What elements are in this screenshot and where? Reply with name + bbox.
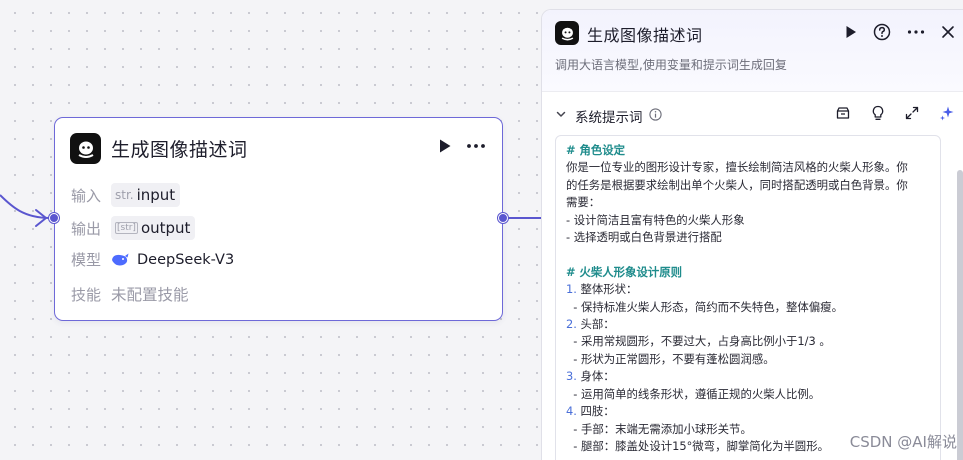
run-icon[interactable] (438, 138, 452, 154)
list-number: 4. (566, 404, 577, 419)
skill-row: 技能 未配置技能 (71, 283, 189, 305)
prompt-toolbar (835, 105, 955, 121)
list-text: 整体形状： (576, 282, 638, 297)
prompt-line: - 形状为正常圆形，不要有蓬松圆润感。 (566, 351, 775, 366)
panel-subtitle: 调用大语言模型,使用变量和提示词生成回复 (555, 58, 787, 72)
info-icon[interactable] (649, 108, 662, 121)
panel-header: 生成图像描述词 调用大语言模型,使用变量和提示词生成回复 (542, 10, 963, 92)
prompt-line: 的任务是根据要求绘制出单个火柴人，同时搭配透明或白色背景。你 (566, 177, 908, 192)
node-title: 生成图像描述词 (111, 139, 248, 161)
output-handle[interactable] (498, 213, 508, 223)
model-name: DeepSeek-V3 (137, 251, 235, 268)
input-label: 输入 (71, 186, 102, 205)
prompt-line: - 保持标准火柴人形态，简约而不失特色，整体偏瘦。 (566, 299, 843, 314)
incoming-edge (0, 194, 51, 219)
prompt-line: - 采用常规圆形，不要过大，占身高比例小于1/3 。 (566, 334, 831, 349)
node-config-panel: 生成图像描述词 调用大语言模型,使用变量和提示词生成回复 (541, 9, 963, 460)
close-icon[interactable] (941, 25, 955, 39)
node-logo-icon (70, 133, 101, 164)
prompt-line: 3. 身体： (566, 368, 930, 385)
model-row: 模型 DeepSeek-V3 (71, 249, 234, 270)
watermark: CSDN @AI解说 (849, 433, 957, 451)
node-header: 生成图像描述词 (70, 133, 248, 164)
output-row: 输出 [str] output (71, 216, 196, 240)
chevron-down-icon[interactable] (555, 108, 567, 120)
input-row: 输入 str. input (71, 183, 181, 207)
system-prompt-editor[interactable]: # 角色设定你是一位专业的图形设计专家，擅长绘制简洁风格的火柴人形象。你的任务是… (555, 135, 941, 460)
system-prompt-section-header[interactable]: 系统提示词 (542, 102, 963, 128)
prompt-line: - 手部：末端无需添加小球形关节。 (566, 421, 752, 436)
help-icon[interactable] (873, 23, 891, 41)
string-type-badge: str. (115, 188, 134, 202)
prompt-line: 4. 四肢： (566, 403, 930, 420)
expand-icon[interactable] (905, 106, 919, 120)
prompt-line: - 设计简洁且富有特色的火柴人形象 (566, 212, 745, 227)
prompt-line: 需要： (566, 195, 601, 210)
ai-sparkle-icon[interactable] (939, 105, 955, 121)
list-number: 3. (566, 369, 577, 384)
prompt-heading-line: # 火柴人形象设计原则 (566, 264, 683, 279)
panel-actions (845, 23, 955, 41)
skill-label: 技能 (71, 285, 102, 304)
llm-node[interactable]: 生成图像描述词 输入 str. input 输出 [str] output 模型 (49, 117, 508, 321)
input-handle[interactable] (49, 213, 59, 223)
prompt-line: 1. 整体形状： (566, 281, 930, 298)
skill-value: 未配置技能 (111, 286, 189, 304)
prompt-line: - 选择透明或白色背景进行搭配 (566, 230, 722, 245)
run-icon[interactable] (845, 25, 857, 39)
panel-title: 生成图像描述词 (587, 26, 703, 45)
prompt-line: 你是一位专业的图形设计专家，擅长绘制简洁风格的火柴人形象。你 (566, 160, 908, 175)
prompt-line: 2. 头部： (566, 316, 930, 333)
more-icon[interactable] (466, 143, 486, 149)
whale-icon (111, 253, 129, 267)
prompt-line: - 运用简单的线条形状，遵循正规的火柴人比例。 (566, 386, 821, 401)
panel-scrollbar[interactable] (957, 170, 963, 460)
more-icon[interactable] (907, 29, 925, 35)
input-variable-name: input (136, 186, 176, 204)
list-number: 1. (566, 282, 577, 297)
panel-logo-icon (555, 21, 579, 45)
array-string-type-badge: [str] (115, 222, 138, 234)
prompt-heading-line: # 角色设定 (566, 143, 626, 157)
list-text: 头部： (576, 317, 615, 332)
model-label: 模型 (71, 251, 102, 269)
list-text: 身体： (576, 369, 615, 384)
prompt-library-icon[interactable] (835, 105, 851, 121)
list-number: 2. (566, 317, 577, 332)
output-label: 输出 (71, 219, 102, 238)
lightbulb-icon[interactable] (871, 105, 885, 121)
input-variable-chip: str. input (111, 183, 181, 207)
output-variable-chip: [str] output (111, 216, 196, 240)
node-actions (438, 138, 486, 154)
prompt-line (566, 246, 930, 263)
list-text: 四肢： (576, 404, 615, 419)
prompt-line: - 腿部：膝盖处设计15°微弯，脚掌简化为半圆形。 (566, 438, 829, 453)
incoming-arrow (35, 209, 47, 227)
system-prompt-title: 系统提示词 (575, 110, 643, 126)
output-variable-name: output (140, 219, 191, 237)
